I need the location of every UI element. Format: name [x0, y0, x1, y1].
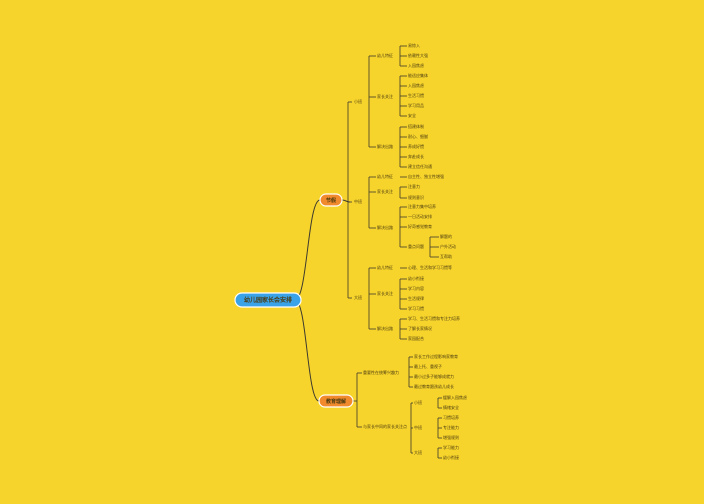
branch1-node-0-3: 最过教育跟孩幼儿成长 — [414, 383, 454, 389]
branch0-leaf-0-2-4: 建立信任沟通 — [408, 163, 432, 169]
branch-node-1-label: 教育理解 — [325, 398, 346, 405]
branch0-leaf-0-1-0: 能适应集体 — [408, 72, 428, 78]
branch1-node-0-1: 最上托、重视子 — [414, 363, 442, 369]
branch0-leaf-0-1-4: 安全 — [408, 112, 416, 118]
branch0-leaf-1-2-3: 重点问题 — [408, 243, 424, 249]
branch0-node-1-0: 幼儿特征 — [377, 173, 393, 179]
branch-node-0-label: 节假 — [326, 197, 337, 204]
branch1-leaf-2-0: 学习能力 — [443, 444, 459, 450]
branch0-leaf-1-1-0: 注意力 — [408, 183, 420, 189]
branch0-node-2-1: 家长关注 — [377, 290, 393, 296]
branch0-leaf-2-2-1: 了解长家情况 — [408, 325, 432, 331]
branch0-leaf-2-1-1: 学习内容 — [408, 285, 424, 291]
branch-node-0[interactable] — [319, 193, 343, 207]
branch0-leaf-0-2-3: 奔赴成长 — [408, 153, 424, 159]
branch0-leaf-1-2-0: 注意力集中培养 — [408, 203, 436, 209]
branch0-leaf-2-2-2: 家园配合 — [408, 335, 424, 341]
branch0-node-2-2: 解决出路 — [377, 325, 393, 331]
branch0-subleaf-1: 户外活动 — [440, 243, 456, 249]
branch0-leaf-0-0-2: 入园焦虑 — [408, 62, 424, 68]
branch1-leaf-0-1: 情绪安全 — [443, 404, 459, 410]
branch0-leaf-1-2-1: 一日活动安排 — [408, 213, 432, 219]
branch0-node-0-1: 家长关注 — [377, 93, 393, 99]
branch0-leaf-0-1-1: 入园焦虑 — [408, 82, 424, 88]
branch0-node-1: 中班 — [354, 198, 362, 204]
branch1-node-0: 重要性在统筹兴趣力 — [363, 369, 399, 375]
branch1-node-1: 与家长中同的家长关注点 — [363, 423, 407, 429]
branch0-leaf-1-0-0: 自主性、独立性增强 — [408, 173, 444, 179]
branch0-leaf-0-2-1: 耐心、细腻 — [408, 133, 428, 139]
branch0-leaf-0-0-0: 易惊入 — [408, 42, 420, 48]
branch1-node-0-0: 家长工作过程影响家教育 — [414, 353, 458, 359]
branch0-node-0-2: 解决出路 — [377, 143, 393, 149]
branch0-leaf-0-2-2: 养成好惯 — [408, 143, 424, 149]
branch0-node-1-2: 解决出路 — [377, 224, 393, 230]
root-node[interactable] — [234, 292, 302, 308]
branch0-leaf-2-0-0: 心理、生活和学习习惯等 — [408, 264, 452, 270]
branch1-leaf-1-0: 习惯培养 — [443, 414, 459, 420]
branch0-leaf-0-0-1: 依赖性大强 — [408, 52, 428, 58]
branch0-node-0-0: 幼儿特征 — [377, 52, 393, 58]
branch1-node-1-2: 大班 — [414, 449, 422, 455]
branch0-leaf-1-2-2: 好奇感觉教育 — [408, 223, 432, 229]
branch0-node-2-0: 幼儿特征 — [377, 264, 393, 270]
branch1-leaf-1-1: 专注能力 — [443, 424, 459, 430]
branch0-subleaf-2: 互帮助 — [440, 253, 452, 259]
branch1-leaf-2-1: 幼小衔接 — [443, 454, 459, 460]
branch0-node-1-1: 家长关注 — [377, 188, 393, 194]
branch1-node-1-1: 中班 — [414, 424, 422, 430]
branch-node-1[interactable] — [318, 394, 354, 408]
branch0-leaf-1-1-1: 规则意识 — [408, 194, 424, 200]
branch1-leaf-1-2: 增强规则 — [443, 434, 459, 440]
root-node-label: 幼儿园家长会安排 — [244, 296, 292, 304]
branch0-node-0: 小班 — [354, 98, 362, 104]
branch0-node-2: 大班 — [354, 294, 362, 300]
branch1-node-0-2: 最小过多子能够成就力 — [414, 373, 454, 379]
branch0-leaf-0-1-3: 学习用品 — [408, 102, 424, 108]
root-branch-curve-0 — [294, 199, 321, 301]
branch0-leaf-0-2-0: 搭建体制 — [408, 123, 424, 129]
root-branch-curve-1 — [294, 299, 320, 402]
branch0-leaf-0-1-2: 生活习惯 — [408, 92, 424, 98]
branch1-node-1-0: 小班 — [414, 399, 422, 405]
branch0-leaf-2-1-2: 生活规律 — [408, 295, 424, 301]
branch0-leaf-2-1-0: 幼小衔接 — [408, 275, 424, 281]
branch0-subleaf-0: 解题的 — [440, 233, 452, 239]
branch0-leaf-2-1-3: 学习习惯 — [408, 305, 424, 311]
branch1-leaf-0-0: 缓解入园焦虑 — [443, 394, 467, 400]
branch0-leaf-2-2-0: 学习、生活习惯和专注力培养 — [408, 315, 460, 321]
